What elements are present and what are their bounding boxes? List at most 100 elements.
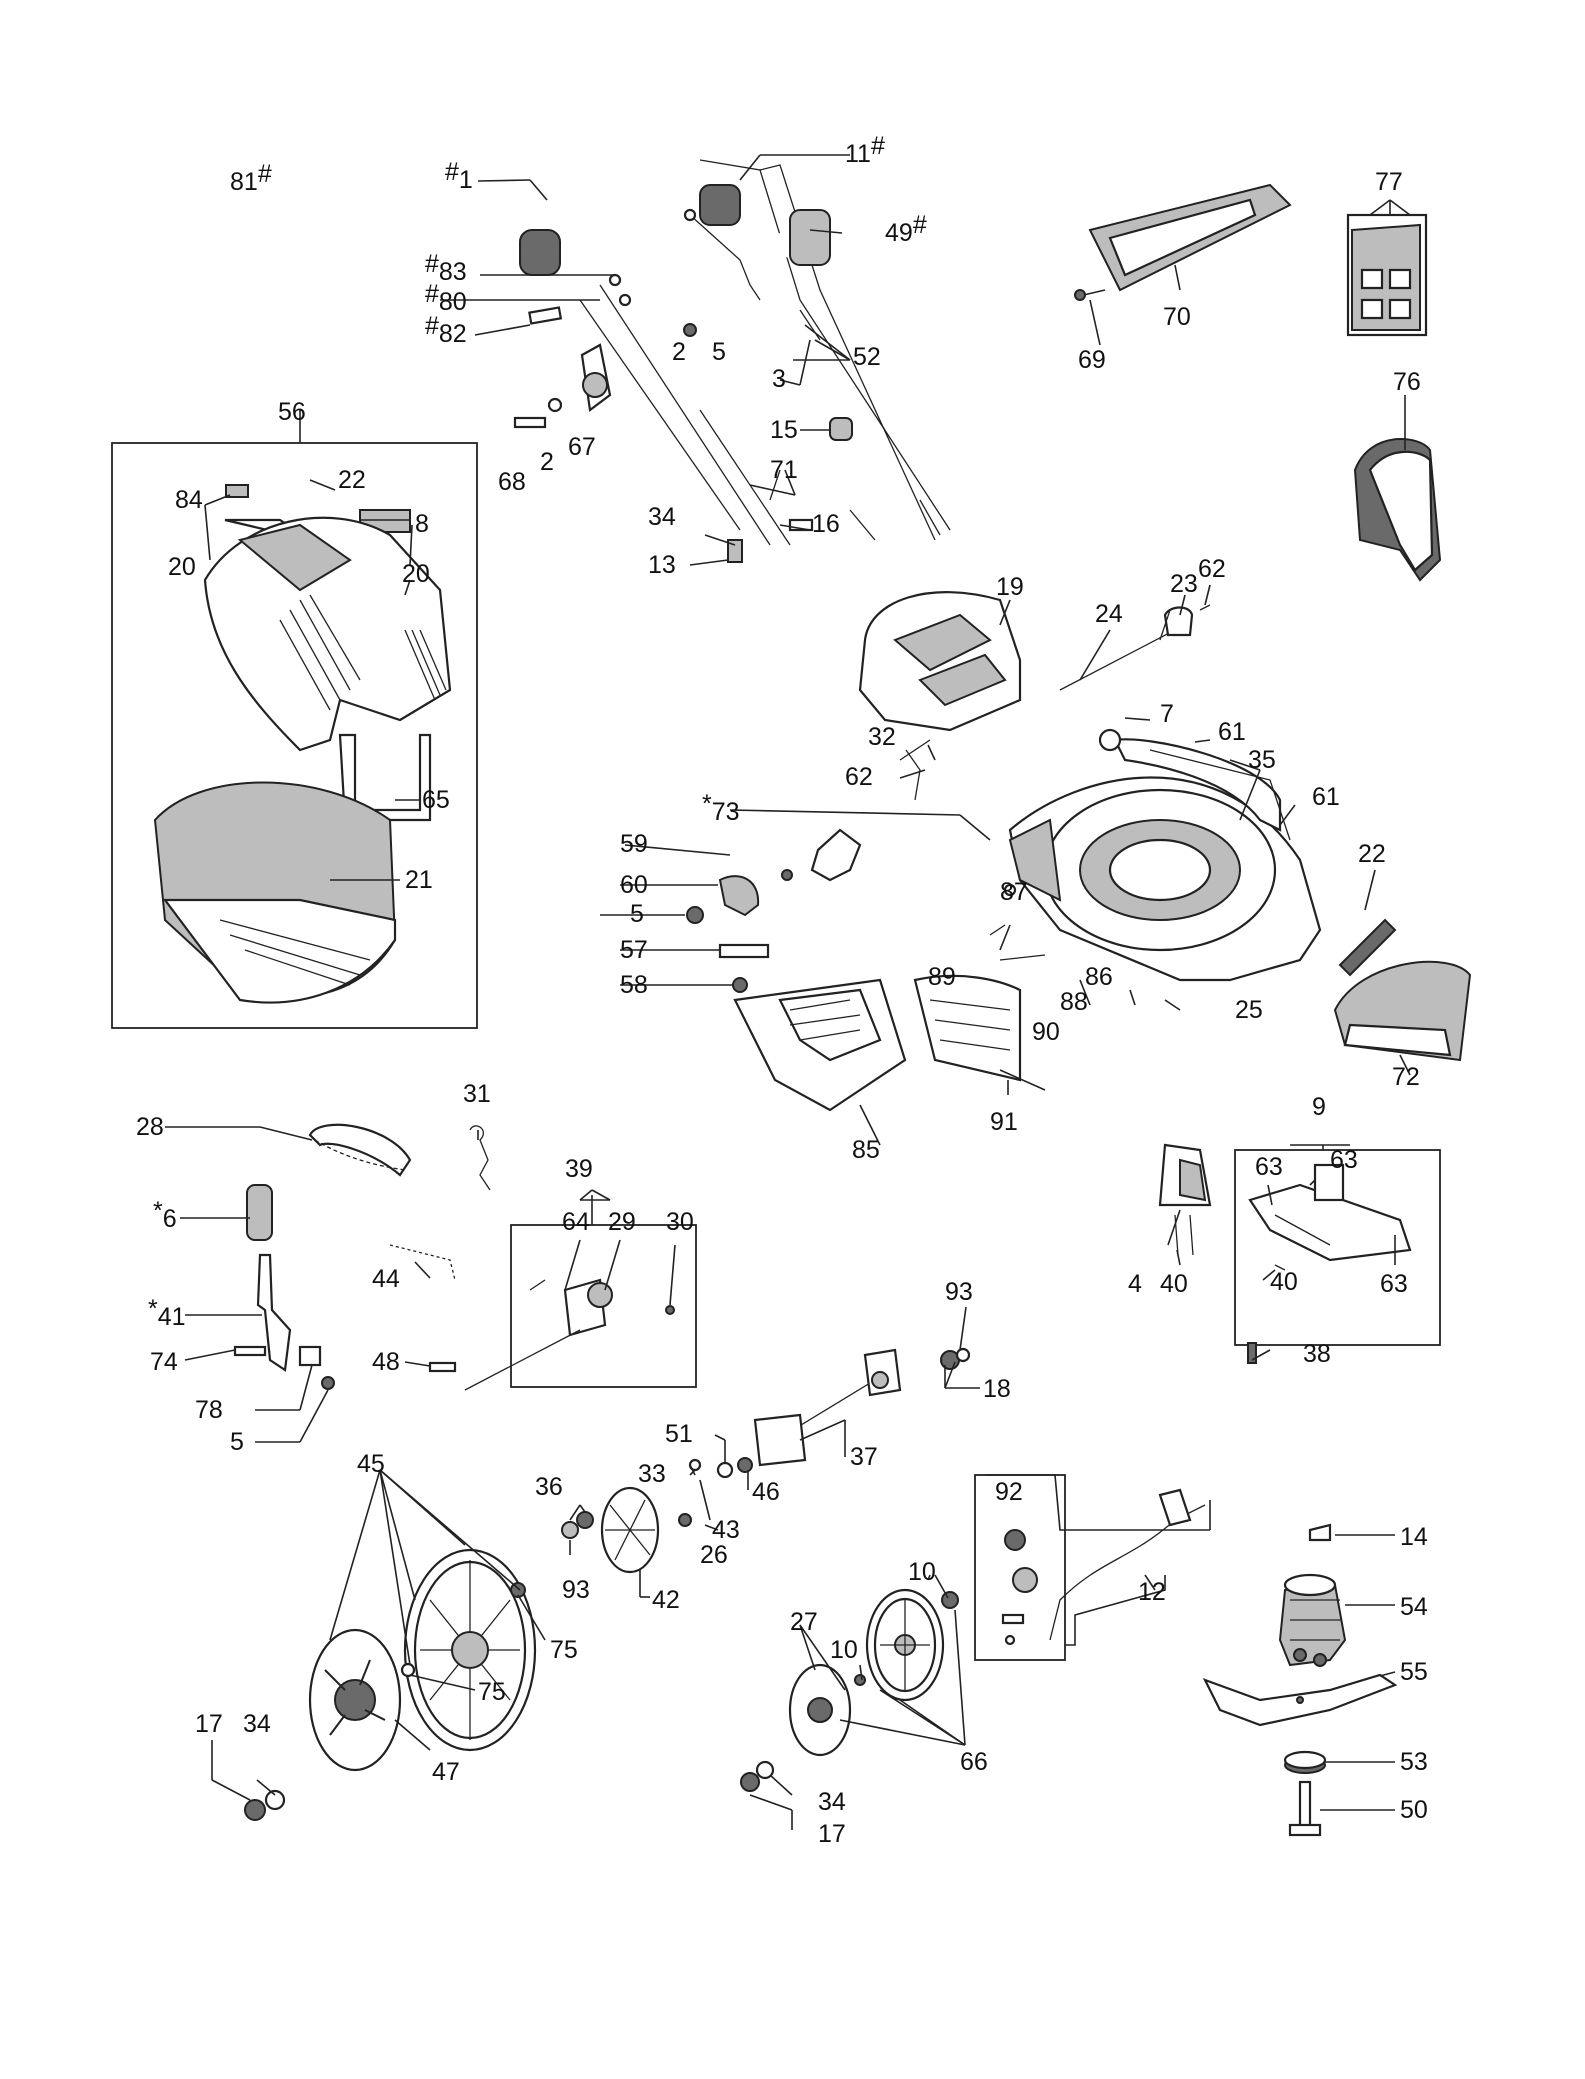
hash-marker: # bbox=[871, 132, 885, 160]
label-8: 8 bbox=[415, 510, 429, 538]
label-28: 28 bbox=[136, 1113, 164, 1141]
label-93: 93 bbox=[945, 1278, 973, 1306]
label-10: 10 bbox=[908, 1558, 936, 1586]
part-label: #80 bbox=[425, 280, 467, 316]
label-88: 88 bbox=[1060, 988, 1088, 1016]
label-60: 60 bbox=[620, 871, 648, 899]
label-42: 42 bbox=[652, 1586, 680, 1614]
label-80: 80 bbox=[439, 288, 467, 316]
label-50: 50 bbox=[1400, 1796, 1428, 1824]
rear-axle bbox=[561, 1347, 971, 1574]
label-86: 86 bbox=[1085, 963, 1113, 991]
label-34: 34 bbox=[818, 1788, 846, 1816]
rear-wheel bbox=[244, 1548, 537, 1821]
baffle-parts bbox=[1158, 1143, 1412, 1364]
label-57: 57 bbox=[620, 936, 648, 964]
label-31: 31 bbox=[463, 1080, 491, 1108]
label-69: 69 bbox=[1078, 346, 1106, 374]
label-3: 3 bbox=[772, 365, 786, 393]
label-61: 61 bbox=[1218, 718, 1246, 746]
label-54: 54 bbox=[1400, 1593, 1428, 1621]
label-87: 87 bbox=[1000, 878, 1028, 906]
label-32: 32 bbox=[868, 723, 896, 751]
label-77: 77 bbox=[1375, 168, 1403, 196]
part-label: #82 bbox=[425, 312, 467, 348]
label-89: 89 bbox=[928, 963, 956, 991]
label-59: 59 bbox=[620, 830, 648, 858]
label-14: 14 bbox=[1400, 1523, 1428, 1551]
hash-marker: # bbox=[445, 158, 459, 186]
label-61: 61 bbox=[1312, 783, 1340, 811]
label-20: 20 bbox=[168, 553, 196, 581]
part-labels: 81# #1 11# 49# #83 #80 #82 2 5 52 3 2 68… bbox=[136, 132, 1428, 1848]
label-10: 10 bbox=[830, 1636, 858, 1664]
label-26: 26 bbox=[700, 1541, 728, 1569]
label-6: 6 bbox=[163, 1205, 177, 1233]
label-5: 5 bbox=[230, 1428, 244, 1456]
label-5: 5 bbox=[630, 900, 644, 928]
label-55: 55 bbox=[1400, 1658, 1428, 1686]
label-40: 40 bbox=[1160, 1270, 1188, 1298]
label-81: 81 bbox=[230, 168, 258, 196]
label-25: 25 bbox=[1235, 996, 1263, 1024]
label-38: 38 bbox=[1303, 1340, 1331, 1368]
baffle-group-box bbox=[1234, 1149, 1441, 1346]
left-small-parts bbox=[686, 739, 931, 993]
label-85: 85 bbox=[852, 1136, 880, 1164]
label-58: 58 bbox=[620, 971, 648, 999]
label-76: 76 bbox=[1393, 368, 1421, 396]
part-label: #83 bbox=[425, 250, 467, 286]
label-40: 40 bbox=[1270, 1268, 1298, 1296]
label-62: 62 bbox=[1198, 555, 1226, 583]
label-63: 63 bbox=[1330, 1146, 1358, 1174]
label-5: 5 bbox=[712, 338, 726, 366]
label-1: 1 bbox=[459, 166, 473, 194]
label-74: 74 bbox=[150, 1348, 178, 1376]
label-18: 18 bbox=[983, 1375, 1011, 1403]
label-2: 2 bbox=[540, 448, 554, 476]
label-52: 52 bbox=[853, 343, 881, 371]
label-71: 71 bbox=[770, 456, 798, 484]
label-70: 70 bbox=[1163, 303, 1191, 331]
label-93: 93 bbox=[562, 1576, 590, 1604]
label-56: 56 bbox=[278, 398, 306, 426]
label-90: 90 bbox=[1032, 1018, 1060, 1046]
star-marker: * bbox=[153, 1197, 163, 1225]
label-67: 67 bbox=[568, 433, 596, 461]
part-label: 49# bbox=[885, 211, 927, 247]
part-label: #1 bbox=[445, 158, 473, 194]
label-83: 83 bbox=[439, 258, 467, 286]
grass-bag-assembly bbox=[153, 484, 452, 1004]
label-51: 51 bbox=[665, 1420, 693, 1448]
part-label: 11# bbox=[845, 132, 885, 168]
grass-bag-group-box bbox=[111, 442, 478, 1029]
label-23: 23 bbox=[1170, 570, 1198, 598]
blade-parts bbox=[1202, 1523, 1398, 1837]
label-17: 17 bbox=[195, 1710, 223, 1738]
label-22: 22 bbox=[338, 466, 366, 494]
drive-gearbox bbox=[233, 1123, 697, 1391]
label-34: 34 bbox=[243, 1710, 271, 1738]
hash-marker: # bbox=[425, 280, 439, 308]
star-marker: * bbox=[702, 790, 712, 818]
label-24: 24 bbox=[1095, 600, 1123, 628]
label-11: 11 bbox=[845, 140, 871, 168]
label-9: 9 bbox=[1312, 1093, 1326, 1121]
label-36: 36 bbox=[535, 1473, 563, 1501]
label-13: 13 bbox=[648, 551, 676, 579]
part-label: *41 bbox=[148, 1295, 186, 1331]
label-66: 66 bbox=[960, 1748, 988, 1776]
part-label: *6 bbox=[153, 1197, 177, 1233]
label-46: 46 bbox=[752, 1478, 780, 1506]
label-72: 72 bbox=[1392, 1063, 1420, 1091]
mower-deck bbox=[858, 591, 1322, 982]
label-34: 34 bbox=[648, 503, 676, 531]
label-91: 91 bbox=[990, 1108, 1018, 1136]
label-64: 64 bbox=[562, 1208, 590, 1236]
label-22: 22 bbox=[1358, 840, 1386, 868]
label-78: 78 bbox=[195, 1396, 223, 1424]
label-2: 2 bbox=[672, 338, 686, 366]
star-marker: * bbox=[148, 1295, 158, 1323]
hash-marker: # bbox=[258, 160, 272, 188]
label-49: 49 bbox=[885, 219, 913, 247]
